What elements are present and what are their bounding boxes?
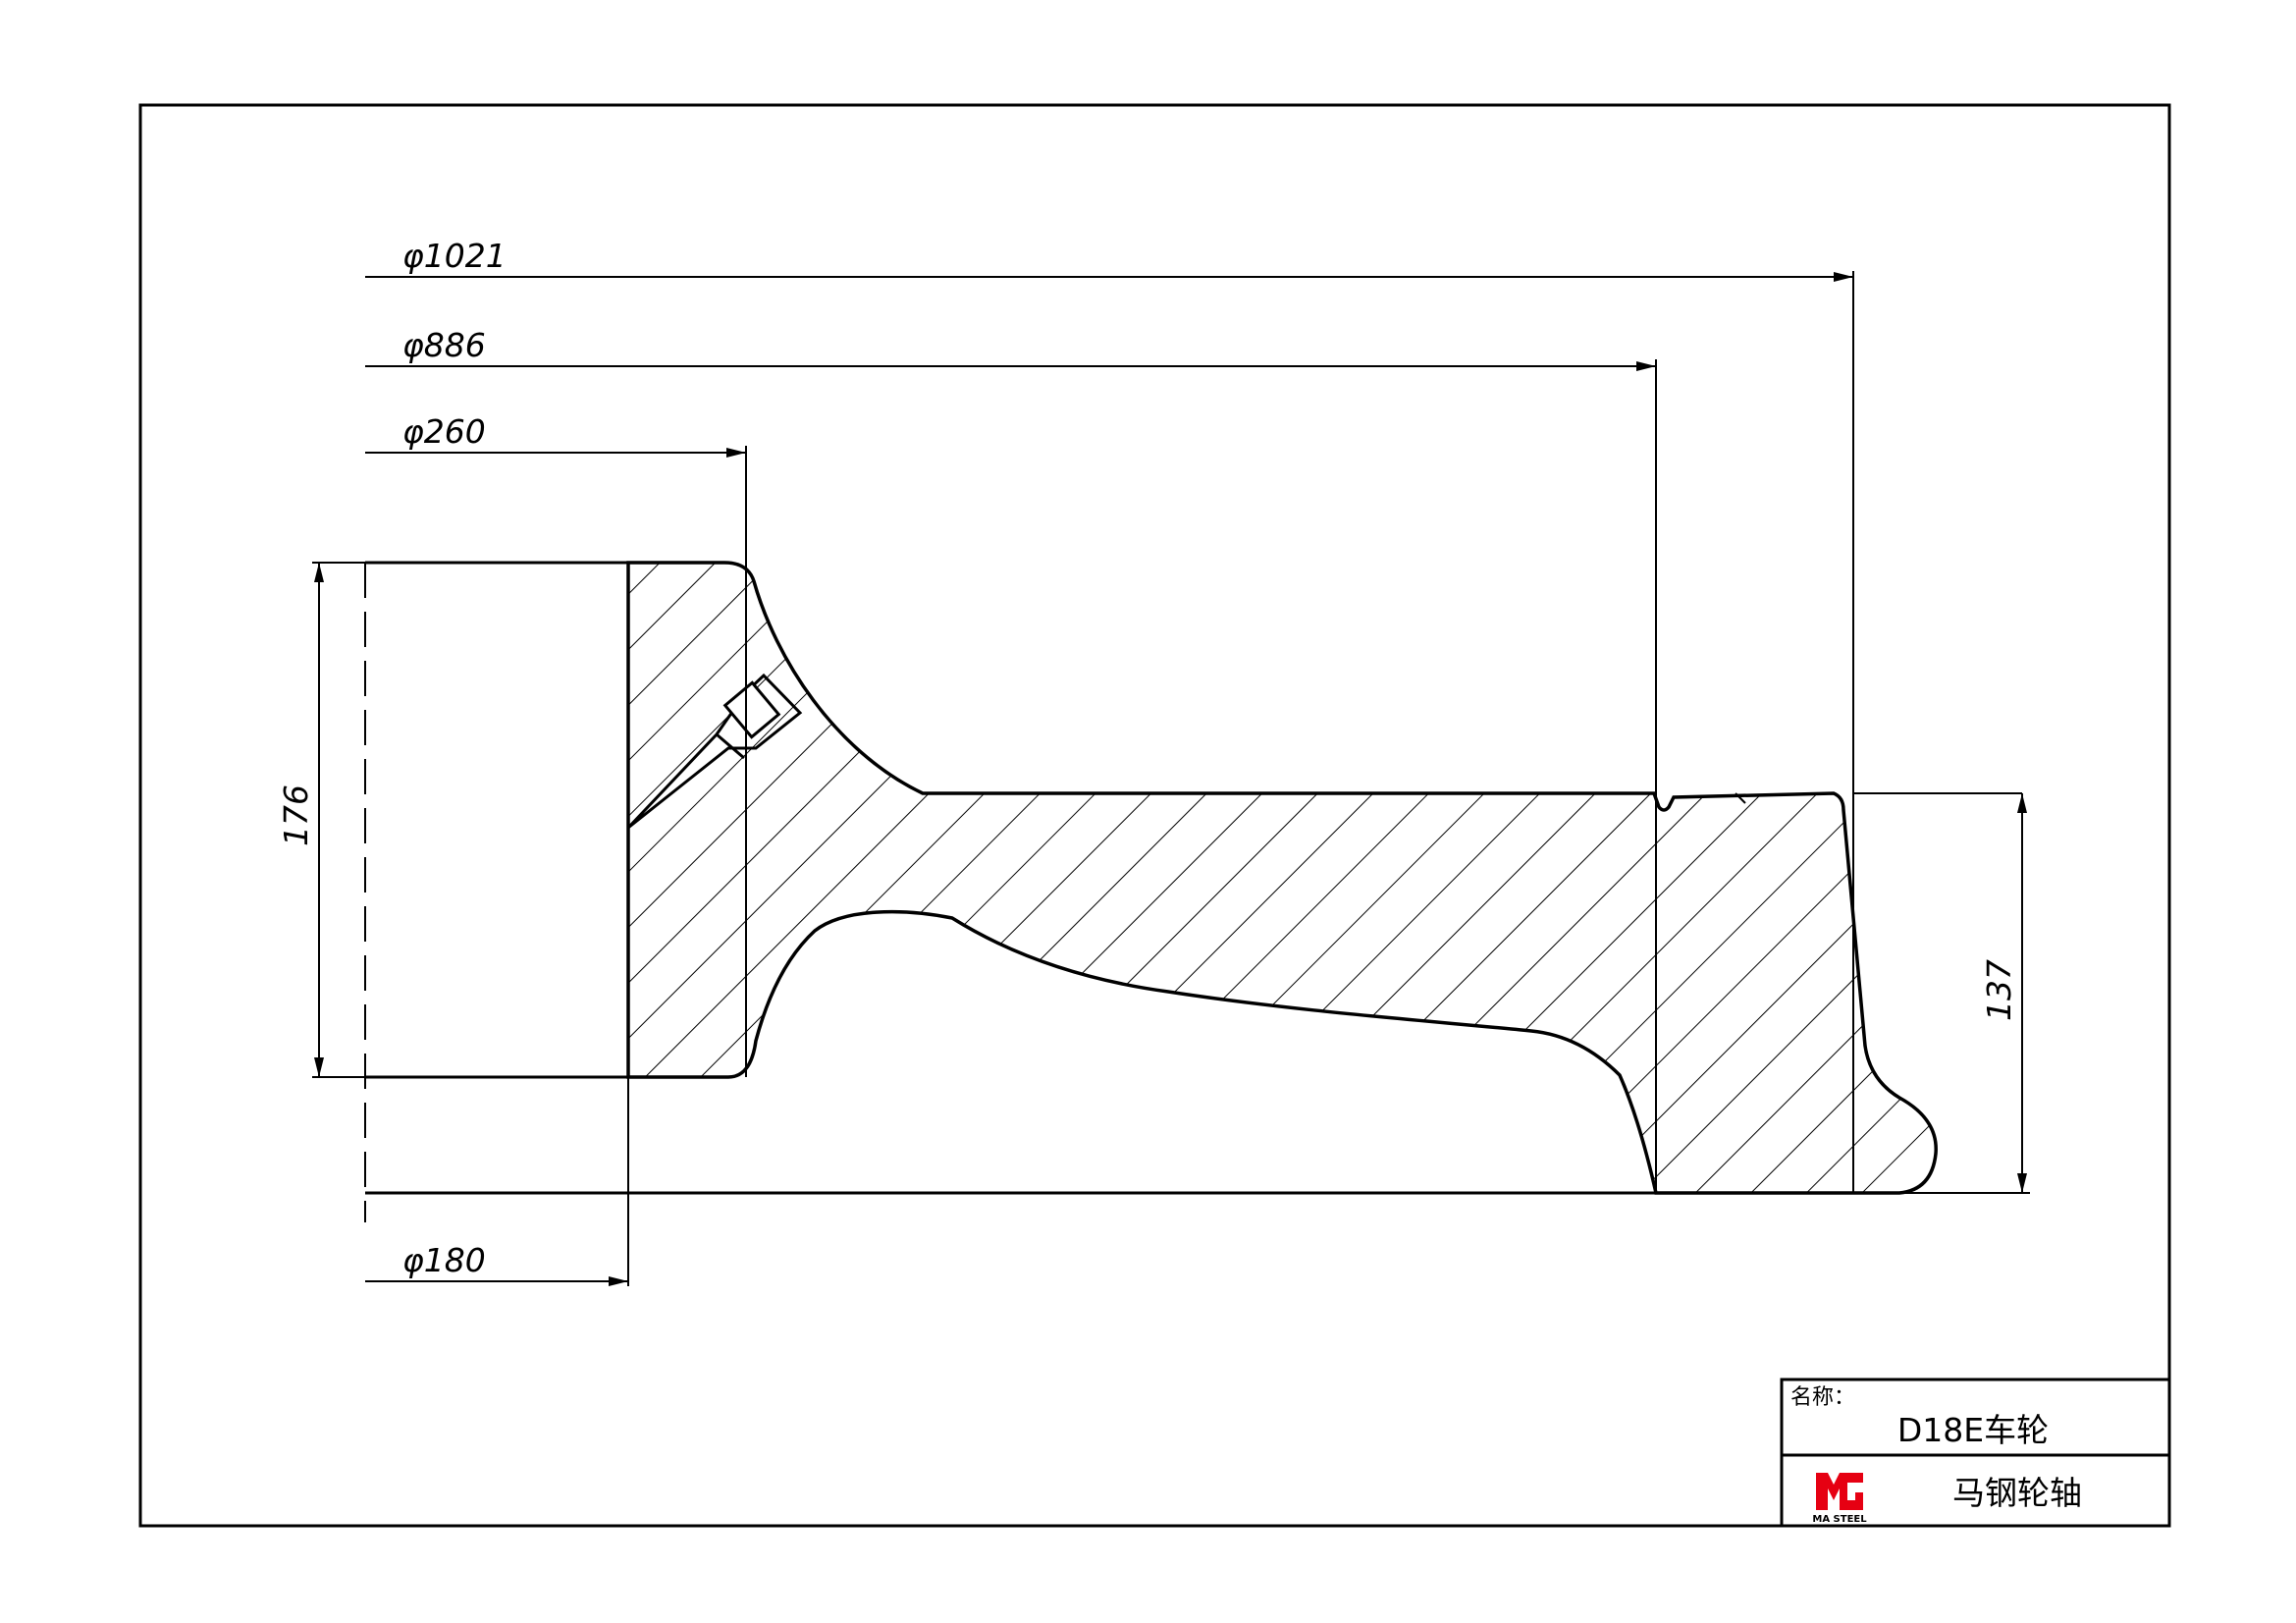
logo-text: MA STEEL [1812, 1514, 1867, 1525]
dim-label-height-137: 137 [1980, 959, 2018, 1021]
hub-oil-hole [626, 673, 803, 830]
ma-steel-logo: MA STEEL [1812, 1473, 1867, 1525]
dim-label-height-176: 176 [277, 784, 315, 846]
dimension-phi-1021: φ1021 [365, 237, 1854, 1193]
rim-groove [1735, 792, 1746, 804]
title-block-part-name: D18E车轮 [1897, 1411, 2049, 1449]
dim-label-phi-1021: φ1021 [402, 237, 507, 275]
hub-bore [365, 561, 630, 1079]
dim-label-phi-260: φ260 [402, 412, 486, 451]
title-block-company: 马钢轮轴 [1952, 1474, 2082, 1512]
title-block: 名称： D18E车轮 MA STEEL 马钢轮轴 [1780, 1378, 2171, 1528]
dimension-phi-886: φ886 [365, 326, 1657, 1193]
dimension-phi-180: φ180 [365, 1077, 629, 1286]
drawing-frame [138, 103, 2171, 1528]
dimension-height-176: 176 [277, 562, 365, 1078]
dimension-height-137: 137 [1899, 793, 2030, 1194]
dim-label-phi-180: φ180 [402, 1241, 486, 1279]
wheel-section [626, 561, 1938, 1195]
title-block-name-label: 名称： [1790, 1385, 1855, 1410]
dim-label-phi-886: φ886 [402, 326, 486, 364]
dimension-phi-260: φ260 [365, 412, 747, 1077]
